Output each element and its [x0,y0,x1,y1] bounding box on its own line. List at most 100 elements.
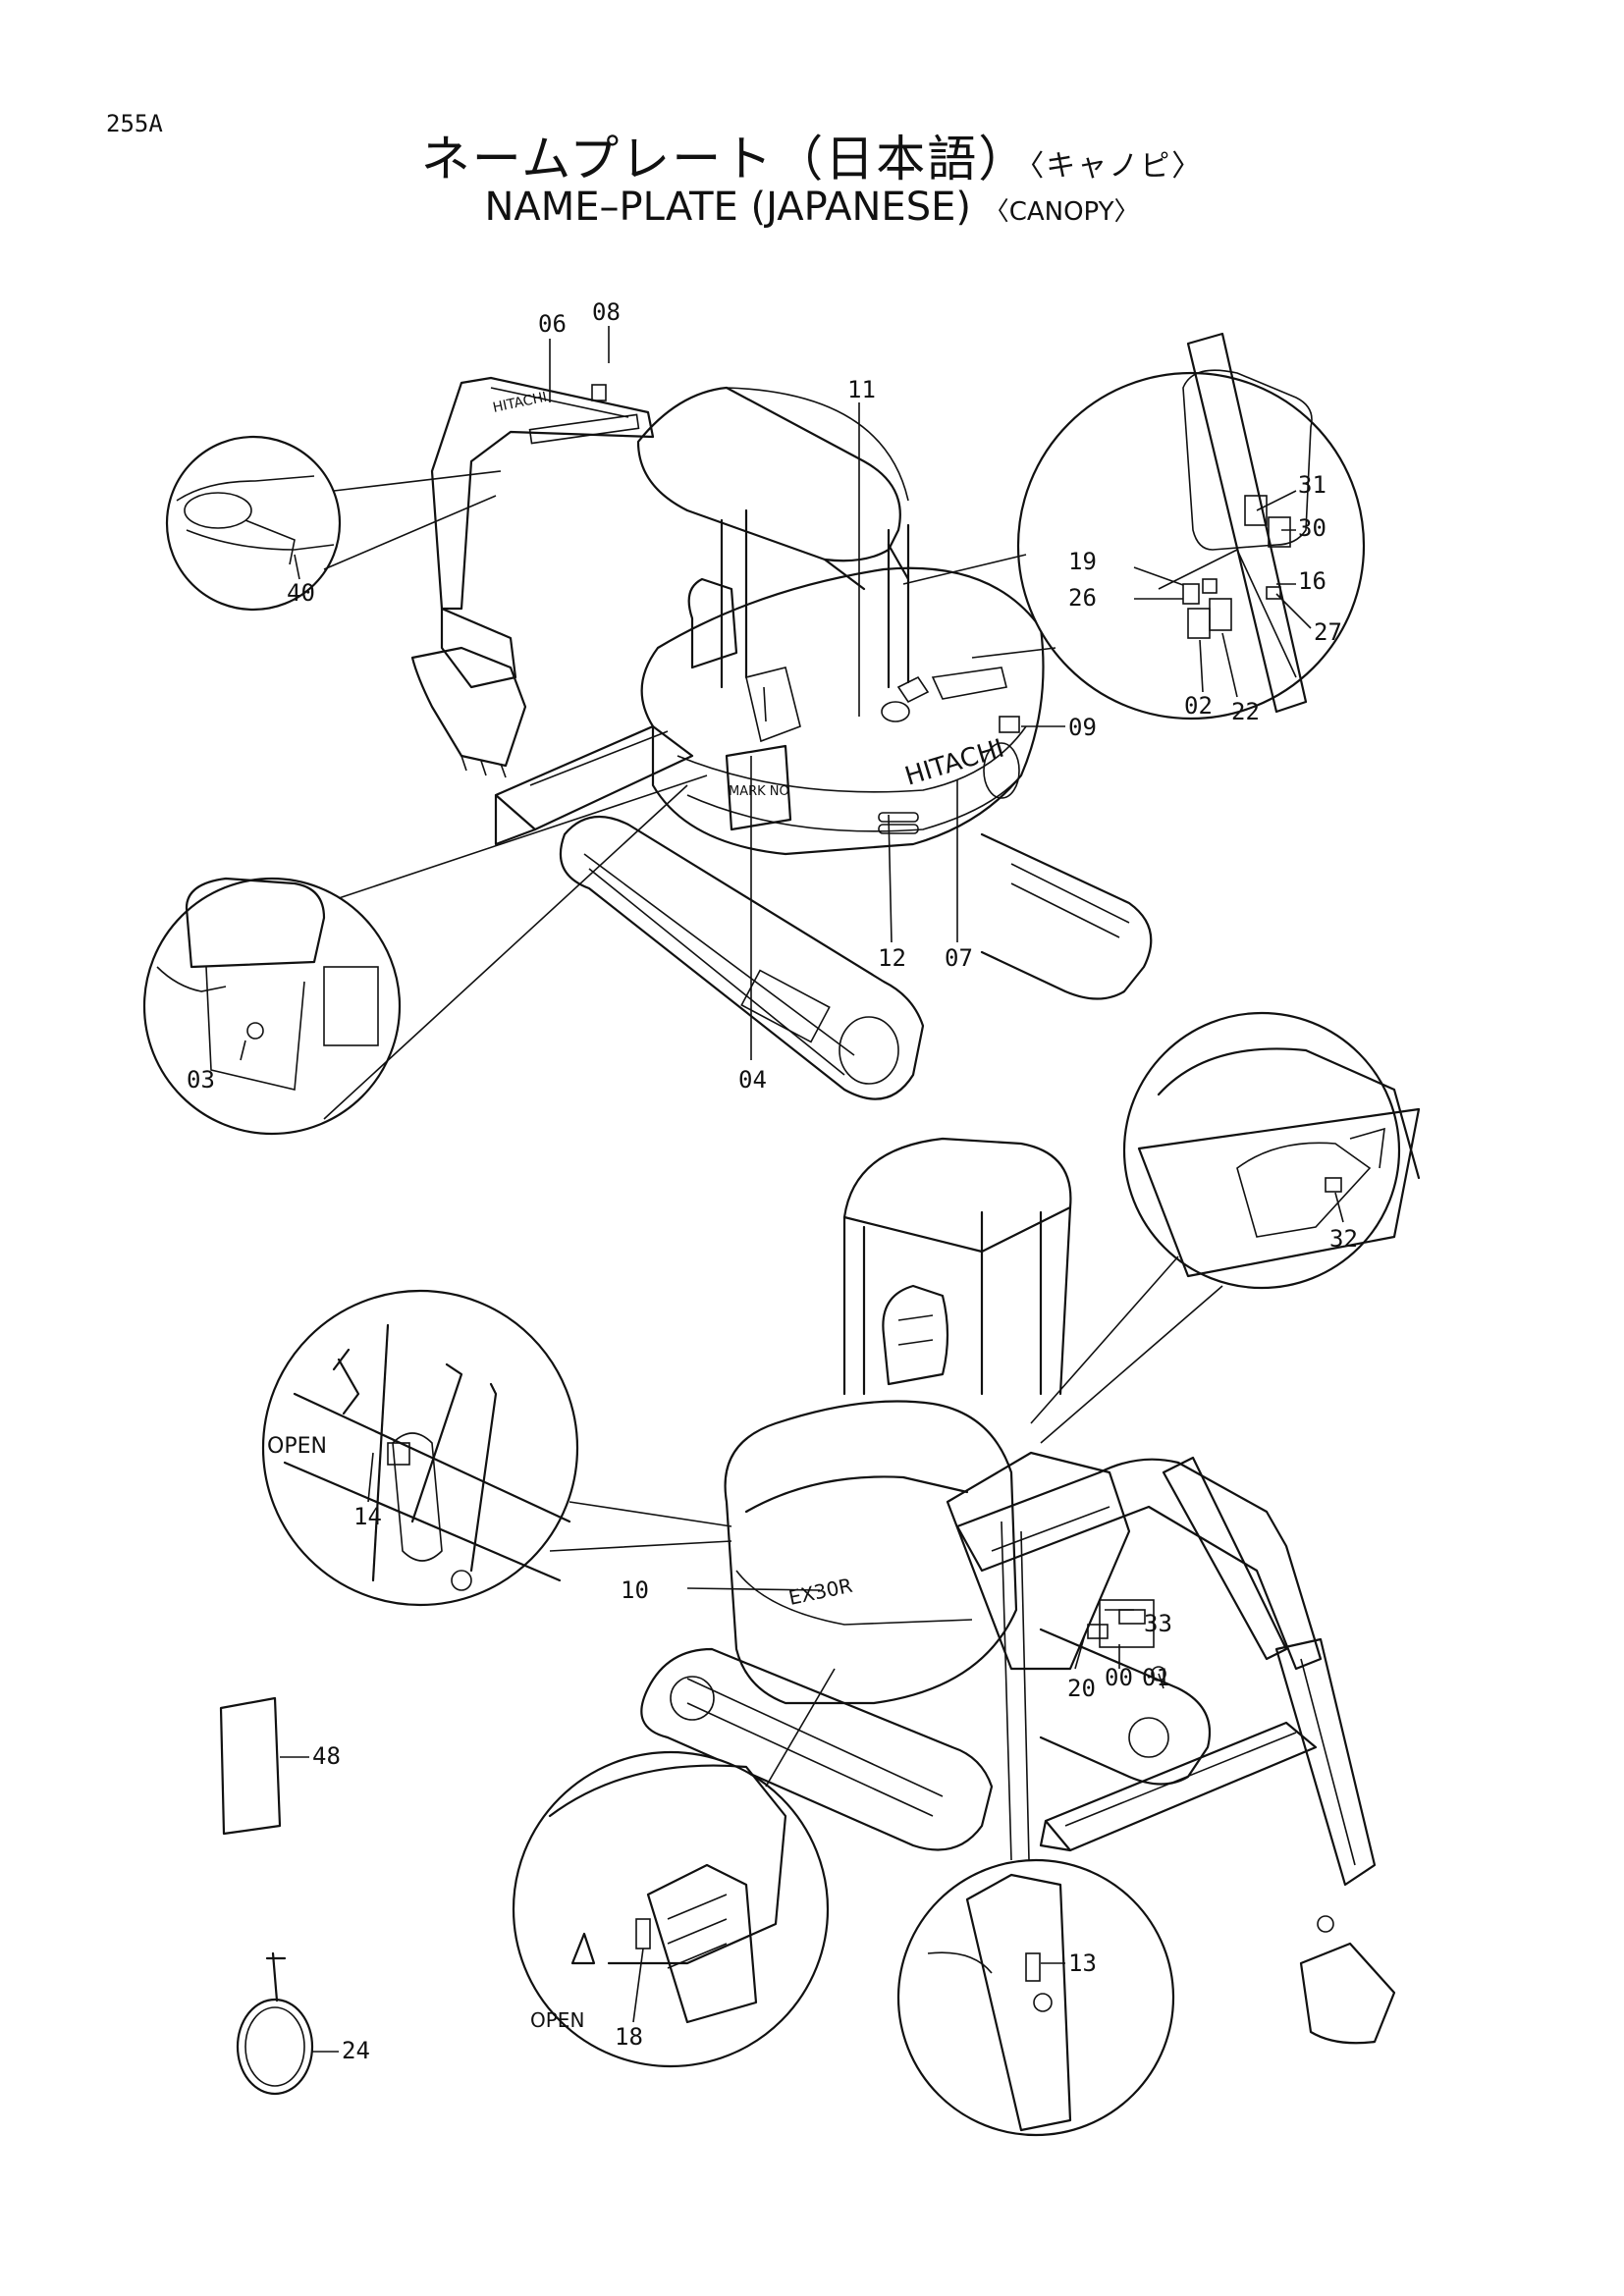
hitachi-body-text: HITACHI [901,734,1007,792]
door-plate-16 [1202,578,1218,594]
lower-track-left [640,1647,994,1851]
upper-grill-top [878,812,919,823]
lower-blade [1039,1721,1318,1852]
callout-00: 00 [1105,1664,1133,1691]
lower-track-idler [670,1676,715,1721]
upper-bucket-teeth [460,755,507,778]
lower-canopy-roof-edge [842,1205,1072,1254]
upper-canopy-pillar-right [887,523,910,689]
loose-part-sheet-48 [219,1696,309,1836]
callout-16: 16 [1298,567,1326,595]
open-label-left: OPEN [267,1434,327,1459]
upper-blade [494,724,694,846]
lower-front-cover [946,1451,1131,1671]
lower-track-roller [1128,1717,1169,1758]
callout-18: 18 [615,2023,643,2051]
detail-circle-open-latch-bottom: OPEN [512,1668,836,2068]
leader-10 [686,1587,821,1591]
callout-26: 26 [1068,584,1097,612]
detail-circle-boom-pin [165,435,502,612]
upper-grill-bottom [878,824,919,834]
upper-body-band-top [677,725,1027,793]
lower-body [724,1400,1018,1705]
lower-blade-edge [1064,1732,1297,1827]
upper-fuel-cap [881,701,910,722]
title-jp-main: ネームプレート（日本語） [420,131,1030,187]
callout-40: 40 [287,579,315,607]
callout-04: 04 [738,1066,767,1094]
door-plate-27 [1266,586,1281,600]
title-en-sub: 〈CANOPY〉 [983,197,1140,227]
upper-arm-end [440,607,517,689]
callout-numbers: 06 08 11 40 31 30 19 26 16 27 02 22 09 1… [187,298,1358,2064]
upper-boom [430,376,655,611]
upper-track-left [559,815,925,1100]
lower-front-panel [1099,1599,1155,1648]
callout-08: 08 [592,298,621,326]
lower-body-top-edge [744,1475,969,1514]
callout-01: 01 [1142,1664,1170,1691]
lower-canopy-frame [842,1137,1072,1396]
callout-33: 33 [1144,1610,1172,1637]
leaders-lower-front [1074,1609,1164,1689]
lower-track-left-inner [686,1678,944,1817]
title-en-main: NAME–PLATE (JAPANESE) [484,185,971,230]
upper-boom-cylinder [490,387,629,418]
lower-boom-centerline [991,1506,1110,1552]
lower-track-right [1039,1628,1212,1786]
callout-48: 48 [312,1742,341,1770]
upper-canopy-roof [636,386,901,562]
lower-boom [955,1458,1323,1671]
upper-canopy-back [823,543,910,591]
title-jp-sub: 〈キャノピ〉 [1029,149,1204,184]
upper-seat-back [687,577,738,669]
model-label: MARK NO [729,784,789,799]
upper-canopy-pillar-left [720,508,748,689]
callout-14: 14 [353,1503,382,1530]
detail-circle-seat-switch [142,774,708,1136]
callout-09: 09 [1068,714,1097,741]
detail-circle-door-panel [902,332,1366,721]
upper-body-lamp [983,742,1020,799]
door-plate-22 [1209,598,1232,631]
callout-32: 32 [1329,1225,1358,1253]
callout-24: 24 [342,2037,370,2064]
hitachi-boom-logo [591,384,607,401]
upper-track-left-inner [583,853,855,1076]
callout-07: 07 [945,944,973,972]
open-label-bottom: OPEN [530,2008,584,2032]
detail-circle-open-latch-left: OPEN [261,1289,732,1607]
lower-boom-cylinder [1162,1456,1288,1661]
callout-11: 11 [847,376,876,403]
callout-27: 27 [1314,618,1342,646]
plate-20 [1087,1624,1109,1639]
callout-19: 19 [1068,548,1097,575]
upper-boom-cyl-body [528,413,640,445]
upper-excavator: MARK NO HITACHI HITACHI [410,326,1153,1100]
lower-body-band [735,1570,973,1626]
upper-control-box [745,667,801,743]
upper-rear-panel [725,744,792,831]
plate-33 [1118,1609,1146,1625]
ex-model-text: EX30R [786,1574,854,1610]
upper-control-lever [763,686,767,722]
page-title-english: NAME–PLATE (JAPANESE) 〈CANOPY〉 [0,185,1624,230]
detail-circle-pillar-plate [896,1521,1175,2137]
upper-bucket [410,646,527,768]
page-title-japanese: ネームプレート（日本語）〈キャノピ〉 [0,120,1624,190]
door-plate-31 [1244,495,1268,526]
upper-track-right [980,832,1153,1000]
callout-12: 12 [878,944,906,972]
upper-body [640,566,1045,856]
lower-seat [882,1284,949,1386]
hitachi-body-logo [999,716,1020,733]
lower-arm-cylinder [1300,1658,1356,1866]
page-number: 255A [106,110,163,137]
lower-canopy-pillars [862,1210,1043,1396]
lower-bucket [1299,1942,1396,2045]
detail-circle-seat-rear [1030,1011,1421,1444]
callout-22: 22 [1231,698,1260,725]
upper-leaders-top [549,326,860,717]
callout-13: 13 [1068,1949,1097,1977]
